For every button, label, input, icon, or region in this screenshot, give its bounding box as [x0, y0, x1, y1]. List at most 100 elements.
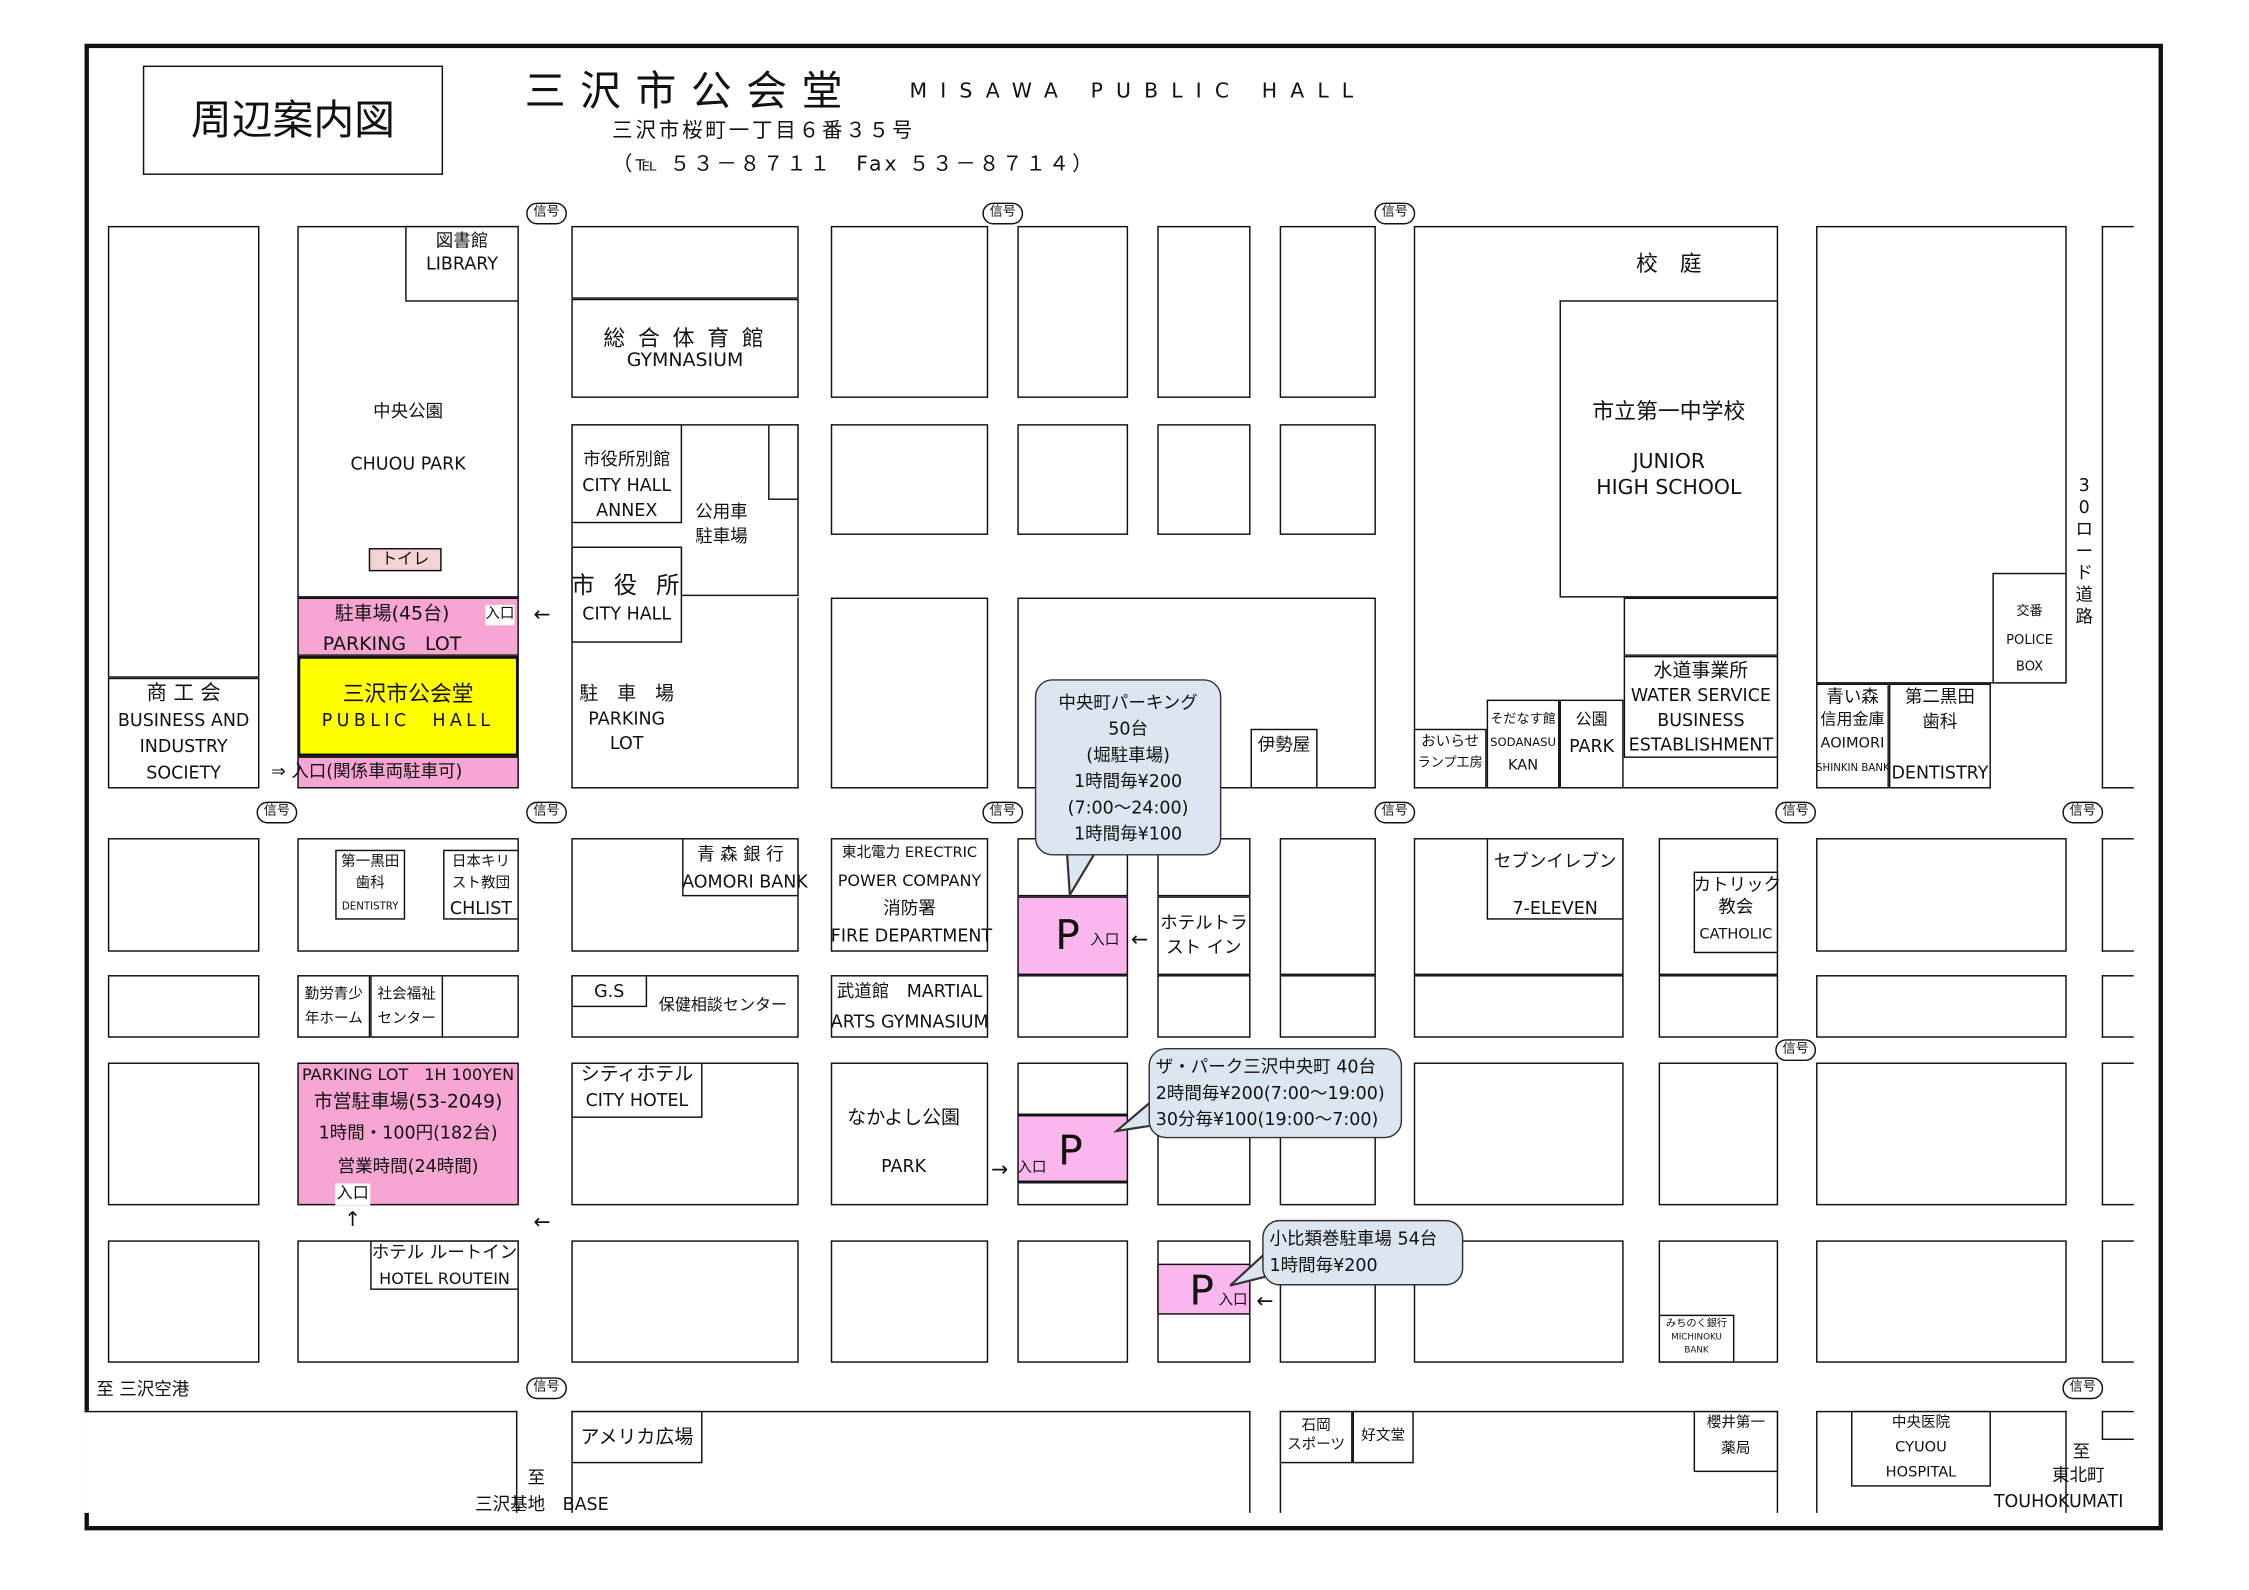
traffic-signal: 信号	[2062, 801, 2104, 824]
city-parking-lot	[297, 1062, 519, 1206]
police-en1: POLICE	[2006, 634, 2054, 649]
block-r4-edge	[2101, 1062, 2134, 1206]
block-bottom-edge	[2101, 1410, 2134, 1441]
block-aomori-bank	[682, 838, 799, 897]
callout-chuocho-parking: 中央町パーキング 50台 (堀駐車場) 1時間毎¥200 (7:00～24:00…	[1034, 679, 1222, 856]
sodanasu-en2: KAN	[1507, 757, 1539, 774]
block-michinoku	[1658, 1314, 1735, 1363]
block-koen	[1559, 699, 1624, 789]
block-seven-eleven	[1486, 838, 1624, 920]
michinoku-2: MICHINOKU	[1671, 1332, 1722, 1343]
traffic-signal: 信号	[1775, 801, 1817, 824]
block-sakurai	[1693, 1410, 1779, 1473]
map-frame	[84, 43, 2163, 1531]
city-parking-ja: 市営駐車場(53-2049)	[313, 1091, 503, 1114]
callout-thepark-line: 2時間毎¥200(7:00～19:00)	[1155, 1082, 1385, 1104]
hall-entrance-strip	[297, 756, 519, 789]
block-r1-c5c	[830, 597, 989, 789]
block-r3-c10	[1658, 975, 1779, 1038]
chuo-hosp-en2: HOSPITAL	[1885, 1464, 1957, 1481]
traffic-signal: 信号	[982, 202, 1024, 225]
library-ja: 図書館	[435, 230, 489, 251]
chuocho-arrow-icon: ←	[1131, 928, 1149, 952]
block-r2-edge	[2101, 838, 2134, 952]
traffic-signal: 信号	[526, 202, 567, 225]
callout-chuocho-line: (7:00～24:00)	[1067, 797, 1189, 818]
aoimori-ja2: 信用金庫	[1820, 709, 1885, 729]
catholic-ja1: カトリック	[1693, 874, 1782, 895]
official-parking-2: 駐車場	[695, 526, 748, 547]
city-parking-rate: 1時間・100円(182台)	[318, 1122, 498, 1143]
callout-chuocho-line: 1時間毎¥100	[1074, 823, 1183, 844]
seven-ja: セブンイレブン	[1493, 851, 1617, 872]
block-shakai	[370, 975, 444, 1038]
daiichi-ja1: 第一黒田	[341, 854, 400, 871]
tohoku-en: POWER COMPANY	[837, 871, 982, 891]
hotel-route-ja: ホテル ルートイン	[371, 1241, 518, 1263]
callout-chuocho-line: 1時間毎¥200	[1074, 771, 1183, 792]
block-small-school	[1623, 597, 1779, 656]
block-hotel-trust	[1157, 896, 1251, 976]
block-gymnasium	[571, 298, 799, 398]
sodanasu-ja: そだなす館	[1490, 712, 1556, 728]
map-title-box: 周辺案内図	[142, 65, 444, 175]
block-r3-edge	[2101, 975, 2134, 1038]
library-en: LIBRARY	[425, 253, 499, 275]
parking-kohirui-entrance: 入口	[1218, 1292, 1248, 1309]
kirisuto-2: スト教団	[451, 875, 511, 892]
block-police-box	[1992, 572, 2067, 684]
block-water-service	[1623, 655, 1779, 758]
kirisuto-en: CHLIST	[449, 897, 512, 919]
block-r5-c4	[571, 1240, 799, 1363]
city-parking-entrance: 入口	[335, 1183, 371, 1206]
kirisuto-1: 日本キリ	[451, 854, 511, 871]
to-tohoku-3: TOUHOKUMATI	[1993, 1491, 2124, 1512]
koen-en: PARK	[1569, 736, 1615, 757]
budokan-en: ARTS GYMNASIUM	[830, 1011, 989, 1032]
sodanasu-en1: SODANASU	[1490, 736, 1557, 750]
to-tohoku-2: 東北町	[2052, 1464, 2105, 1486]
police-en2: BOX	[2015, 660, 2044, 675]
block-bottom-left	[84, 1410, 518, 1513]
police-ja: 交番	[2016, 604, 2043, 620]
block-r5-c6	[1017, 1240, 1129, 1363]
parking-thepark-lot	[1017, 1114, 1129, 1183]
iseya-label: 伊勢屋	[1257, 734, 1311, 755]
hotel-route-en: HOTEL ROUTEIN	[379, 1269, 510, 1289]
block-r1-c1	[107, 225, 260, 678]
parking-ja: 駐 車 場	[579, 683, 675, 706]
block-budokan	[830, 975, 989, 1038]
park-ja: 中央公園	[373, 400, 444, 422]
block-r1-edge	[2101, 225, 2134, 789]
michinoku-1: みちのく銀行	[1665, 1317, 1728, 1330]
block-kinro	[297, 975, 371, 1038]
school-yard: 校 庭	[1636, 250, 1702, 277]
block-r2-c8	[1279, 838, 1376, 976]
chuo-hosp-ja: 中央医院	[1891, 1415, 1951, 1432]
block-iseya	[1250, 728, 1318, 789]
public-hall-block	[297, 655, 519, 757]
junior-en1: JUNIOR	[1632, 450, 1706, 474]
parking-thepark-entrance: 入口	[1017, 1160, 1047, 1177]
block-r5-edge	[2101, 1240, 2134, 1363]
block-library	[405, 225, 519, 302]
hotel-trust-2: スト イン	[1166, 937, 1242, 958]
block-ishioka	[1279, 1410, 1353, 1464]
traffic-signal: 信号	[1374, 202, 1416, 225]
daiichi-ja2: 歯科	[355, 875, 385, 892]
block-r4-c6-bottom	[1017, 1182, 1129, 1206]
sakurai-2: 薬局	[1721, 1441, 1751, 1458]
block-r2-c1	[107, 838, 260, 952]
traffic-signal: 信号	[1374, 801, 1416, 824]
parking45-entrance: 入口	[485, 604, 515, 625]
gym-en: GYMNASIUM	[626, 349, 744, 372]
block-oirase	[1413, 728, 1487, 789]
block-r5-c11	[1816, 1240, 2067, 1363]
nakayoshi-ja: なかよし公園	[847, 1107, 961, 1130]
block-r1-c7a	[1157, 225, 1251, 398]
hall-contact: （℡ ５３－８７１１ Fax ５３－８７１４）	[612, 153, 1096, 177]
america-label: アメリカ広場	[580, 1426, 694, 1449]
city-parking-en: PARKING LOT 1H 100YEN	[301, 1065, 515, 1085]
shokokai-en1: BUSINESS AND	[117, 709, 250, 731]
kohirui-arrow-icon: ←	[1256, 1289, 1274, 1314]
